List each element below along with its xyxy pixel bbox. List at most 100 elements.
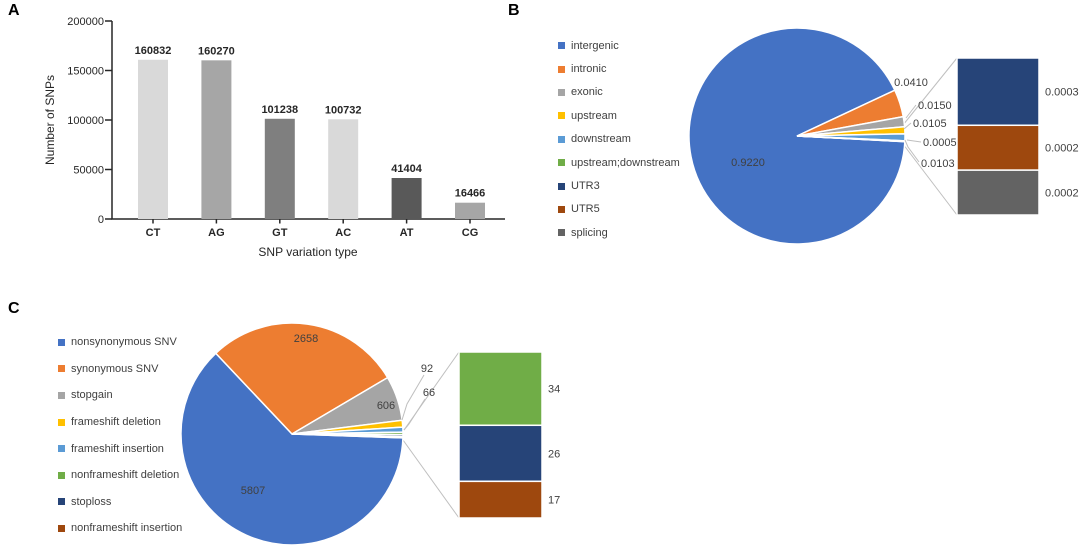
legend-label-frameshift-insertion: frameshift insertion: [71, 442, 164, 455]
legend-swatch-stoploss: [58, 498, 65, 506]
pie-value-frameshift-insertion: 66: [423, 387, 435, 399]
x-category-ac: AC: [335, 227, 351, 239]
pie-slice-nonframeshift-insertion: [291, 433, 404, 439]
legend-item-upstream-downstream: upstream;downstream: [558, 151, 680, 174]
legend-exonic-variant-types: nonsynonymous SNV synonymous SNV stopgain f…: [58, 329, 182, 542]
legend-label-downstream: downstream: [571, 133, 631, 146]
breakout-segment-stoploss: [458, 424, 543, 483]
legend-label-frameshift-deletion: frameshift deletion: [71, 416, 161, 429]
breakout-segment-utr5: [956, 124, 1040, 171]
legend-swatch-synonymous-snv: [58, 365, 65, 373]
breakout-value-nonframeshift-deletion: 34: [548, 384, 560, 396]
bar-value-ag: 160270: [198, 45, 235, 57]
legend-item-nonframeshift-insertion: nonframeshift insertion: [58, 515, 182, 542]
y-tick-label: 0: [98, 214, 104, 226]
leader-line: [903, 122, 912, 130]
legend-item-nonframeshift-deletion: nonframeshift deletion: [58, 462, 182, 489]
y-tick-label: 200000: [67, 16, 104, 28]
legend-item-upstream: upstream: [558, 104, 680, 127]
legend-label-utr3: UTR3: [571, 180, 600, 193]
legend-label-upstream: upstream: [571, 109, 617, 122]
bar-value-gt: 101238: [261, 104, 298, 116]
legend-item-nonsynonymous-snv: nonsynonymous SNV: [58, 329, 182, 356]
axes: [111, 21, 505, 220]
pie-slice-splicing: [796, 135, 906, 143]
breakout-connector: [902, 57, 958, 126]
pie-value-intronic: 0.0410: [894, 77, 928, 89]
pie-value-upstream-downstream: 0.0005: [923, 137, 957, 149]
leader-line: [905, 104, 917, 119]
legend-swatch-nonsynonymous-snv: [58, 338, 65, 346]
bar-value-at: 41404: [391, 163, 422, 175]
legend-item-stopgain: stopgain: [58, 382, 182, 409]
legend-swatch-downstream: [558, 135, 565, 143]
leader-line: [403, 398, 426, 431]
legend-label-nonframeshift-insertion: nonframeshift insertion: [71, 522, 183, 535]
legend-swatch-upstream: [558, 112, 565, 120]
bar-gt: [264, 118, 295, 219]
x-category-gt: GT: [272, 227, 288, 239]
y-axis-title: Number of SNPs: [43, 75, 57, 165]
bar-value-cg: 16466: [455, 188, 486, 200]
legend-label-splicing: splicing: [571, 226, 608, 239]
pie-value-exonic: 0.0150: [918, 100, 952, 112]
legend-swatch-intronic: [558, 65, 565, 73]
panel-c-label: C: [8, 300, 20, 317]
legend-label-nonsynonymous-snv: nonsynonymous SNV: [71, 336, 177, 349]
x-category-at: AT: [400, 227, 414, 239]
leader-line: [904, 139, 920, 163]
breakout-segment-nonframeshift-deletion: [458, 351, 543, 427]
legend-label-nonframeshift-deletion: nonframeshift deletion: [71, 469, 180, 482]
legend-swatch-frameshift-insertion: [58, 445, 65, 453]
legend-swatch-nonframeshift-deletion: [58, 471, 65, 479]
legend-swatch-nonframeshift-insertion: [58, 524, 65, 532]
bar-ct: [138, 59, 168, 219]
legend-label-stoploss: stoploss: [71, 495, 112, 508]
pie-value-frameshift-deletion: 92: [421, 363, 433, 375]
pie-value-nonsynonymous-snv: 5807: [241, 485, 265, 497]
legend-swatch-utr3: [558, 182, 565, 190]
pie-slice-nonsynonymous-snv: [180, 352, 404, 546]
pie-value-downstream: 0.0103: [921, 158, 955, 170]
x-axis-title: SNP variation type: [258, 245, 357, 259]
y-tick-label: 100000: [67, 115, 104, 127]
breakout-connector: [402, 439, 460, 519]
legend-item-frameshift-insertion: frameshift insertion: [58, 435, 182, 462]
legend-label-stopgain: stopgain: [71, 389, 113, 402]
legend-item-synonymous-snv: synonymous SNV: [58, 356, 182, 383]
legend-item-splicing: splicing: [558, 221, 680, 244]
breakout-value-utr3: 0.0003: [1045, 87, 1079, 99]
breakout-value-stoploss: 26: [548, 448, 560, 460]
bar-ag: [201, 60, 232, 219]
legend-swatch-splicing: [558, 229, 565, 237]
pie-value-synonymous-snv: 2658: [294, 333, 318, 345]
y-tick-label: 150000: [67, 66, 104, 78]
legend-item-utr5: UTR5: [558, 198, 680, 221]
x-category-ag: AG: [208, 227, 225, 239]
y-tick-label: 50000: [73, 165, 104, 177]
legend-item-downstream: downstream: [558, 128, 680, 151]
legend-label-upstream-downstream: upstream;downstream: [571, 156, 680, 169]
bar-at: [391, 178, 422, 219]
x-category-cg: CG: [462, 227, 479, 239]
panel-b-label: B: [508, 2, 520, 19]
legend-item-frameshift-deletion: frameshift deletion: [58, 409, 182, 436]
breakout-segment-nonframeshift-insertion: [458, 480, 543, 519]
legend-item-intronic: intronic: [558, 57, 680, 80]
breakout-segment-utr3: [956, 57, 1040, 127]
bar-value-ac: 100732: [325, 104, 362, 116]
legend-label-intergenic: intergenic: [571, 39, 619, 52]
panel-a-label: A: [8, 2, 20, 19]
bar-ac: [328, 119, 359, 219]
breakout-connector: [902, 143, 958, 216]
legend-item-utr3: UTR3: [558, 174, 680, 197]
legend-swatch-utr5: [558, 205, 565, 213]
legend-swatch-upstream-downstream: [558, 159, 565, 167]
breakout-segment-splicing: [956, 169, 1040, 216]
bar-cg: [455, 202, 485, 219]
pie-value-stopgain: 606: [377, 400, 395, 412]
